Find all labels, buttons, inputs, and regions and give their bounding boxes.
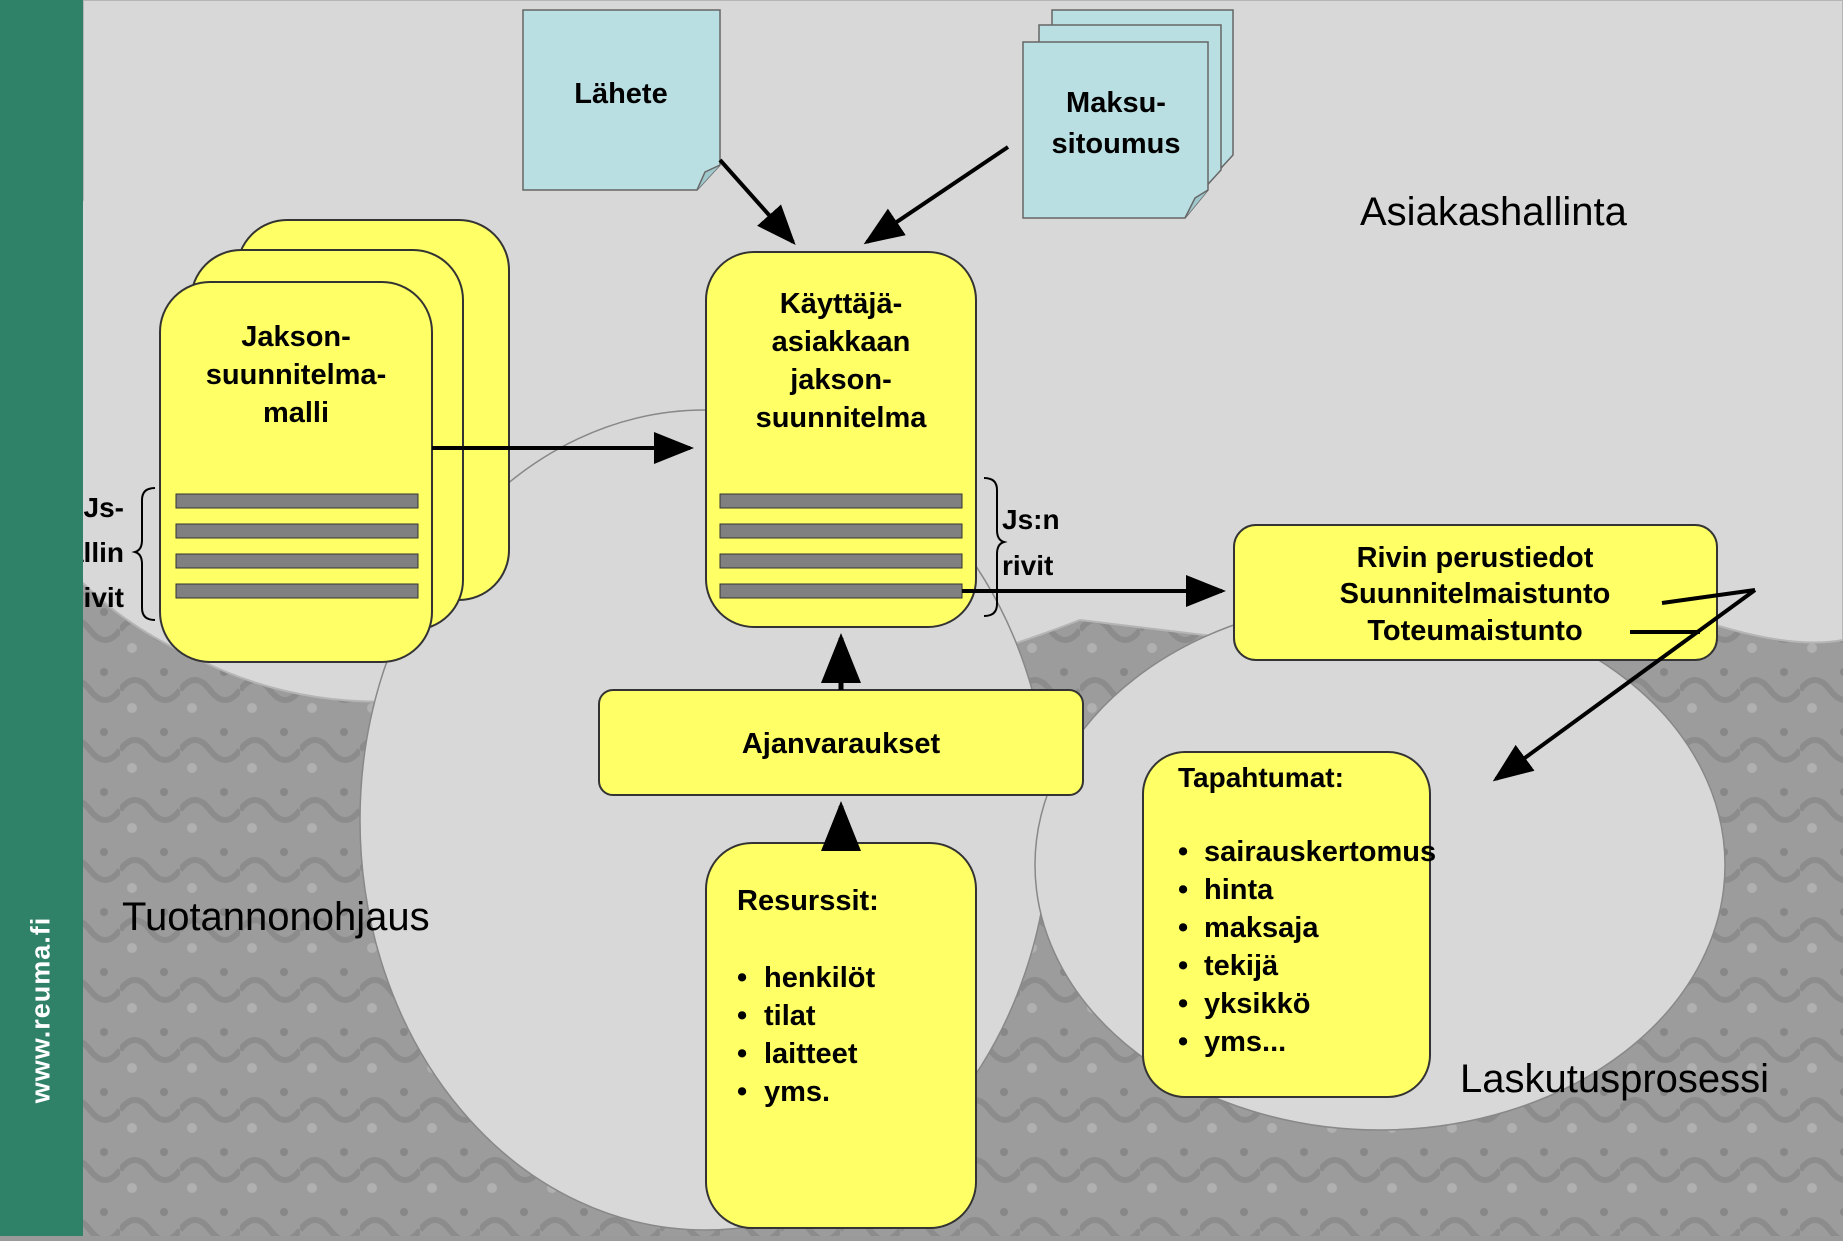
plan-title-line3: jakson-: [789, 364, 892, 396]
plan-title-line2: asiakkaan: [772, 326, 911, 358]
sidebar-website-text: www.reuma.fi: [25, 916, 56, 1104]
ajanvaraukset-label: Ajanvaraukset: [742, 728, 941, 760]
resurssit-item: yms.: [764, 1076, 830, 1108]
plan-card: Käyttäjä- asiakkaan jakson- suunnitelma: [705, 251, 977, 628]
template-rows-brace: [131, 487, 156, 621]
resurssit-bullet: •: [737, 962, 747, 994]
template-title-line3: malli: [263, 397, 329, 429]
document-maksusitoumus-line1: Maksu-: [1066, 87, 1166, 119]
resurssit-bullet: •: [737, 1038, 747, 1070]
template-row-bar: [175, 493, 419, 509]
region-label-laskutusprosessi: Laskutusprosessi: [1460, 1057, 1769, 1101]
tapahtumat-item: hinta: [1204, 874, 1274, 906]
tapahtumat-title: Tapahtumat:: [1178, 762, 1344, 793]
arrow-lahete-to-plan: [718, 158, 796, 245]
tapahtumat-bullet: •: [1178, 988, 1188, 1020]
document-lahete-label: Lähete: [574, 78, 667, 110]
plan-title-line1: Käyttäjä-: [780, 288, 903, 320]
row-info-line3: Toteumaistunto: [1367, 615, 1582, 647]
plan-row-bar: [719, 583, 963, 599]
plan-row-bar: [719, 523, 963, 539]
tapahtumat-item: maksaja: [1204, 912, 1319, 944]
sidebar-band: www.reuma.fi: [0, 0, 83, 1236]
plan-row-bar: [719, 493, 963, 509]
tapahtumat-item: sairauskertomus: [1204, 836, 1436, 868]
region-label-tuotannonohjaus: Tuotannonohjaus: [122, 895, 430, 939]
document-maksusitoumus-line2: sitoumus: [1052, 128, 1181, 160]
resurssit-item: laitteet: [764, 1038, 858, 1070]
connector-sessions: [1661, 588, 1756, 605]
arrow-sessions-to-tapahtumat: [1492, 588, 1757, 782]
template-stack: Jakson- suunnitelma- malli: [159, 219, 510, 663]
row-info-line1: Rivin perustiedot: [1357, 542, 1594, 574]
tapahtumat-bullet: •: [1178, 874, 1188, 906]
plan-row-bar: [719, 553, 963, 569]
template-title-line1: Jakson-: [241, 321, 351, 353]
resurssit-bullet: •: [737, 1076, 747, 1108]
row-info-box: Rivin perustiedot Suunnitelmaistunto Tot…: [1233, 524, 1718, 661]
plan-rows-label-line1: Js:n: [1002, 504, 1060, 535]
tapahtumat-card: Tapahtumat: • sairauskertomus • hinta • …: [1142, 751, 1436, 1098]
resurssit-card: Resurssit: • henkilöt • tilat • laitteet…: [705, 842, 977, 1229]
tapahtumat-item: yksikkö: [1204, 988, 1310, 1020]
tapahtumat-bullet: •: [1178, 912, 1188, 944]
resurssit-item: tilat: [764, 1000, 816, 1032]
row-info-line2: Suunnitelmaistunto: [1340, 578, 1611, 610]
plan-rows-label-line2: rivit: [1002, 550, 1053, 581]
tapahtumat-item: tekijä: [1204, 950, 1279, 982]
plan-rows-brace: [983, 477, 1008, 617]
template-title-line2: suunnitelma-: [206, 359, 386, 391]
plan-title-line4: suunnitelma: [756, 402, 928, 434]
resurssit-title: Resurssit:: [737, 885, 879, 917]
template-row-bar: [175, 523, 419, 539]
resurssit-item: henkilöt: [764, 962, 876, 994]
resurssit-bullet: •: [737, 1000, 747, 1032]
template-row-bar: [175, 553, 419, 569]
tapahtumat-item: yms...: [1204, 1026, 1286, 1058]
template-rows-label-line1: Js-: [84, 492, 124, 523]
tapahtumat-bullet: •: [1178, 836, 1188, 868]
template-row-bar: [175, 583, 419, 599]
tapahtumat-bullet: •: [1178, 950, 1188, 982]
document-lahete: Lähete: [522, 9, 721, 191]
ajanvaraukset-box: Ajanvaraukset: [598, 689, 1084, 796]
tapahtumat-bullet: •: [1178, 1026, 1188, 1058]
arrow-maksusitoumus-to-plan: [863, 145, 1010, 245]
document-maksusitoumus-stack: Maksu- sitoumus: [1022, 9, 1234, 219]
region-label-asiakashallinta: Asiakashallinta: [1360, 190, 1628, 234]
